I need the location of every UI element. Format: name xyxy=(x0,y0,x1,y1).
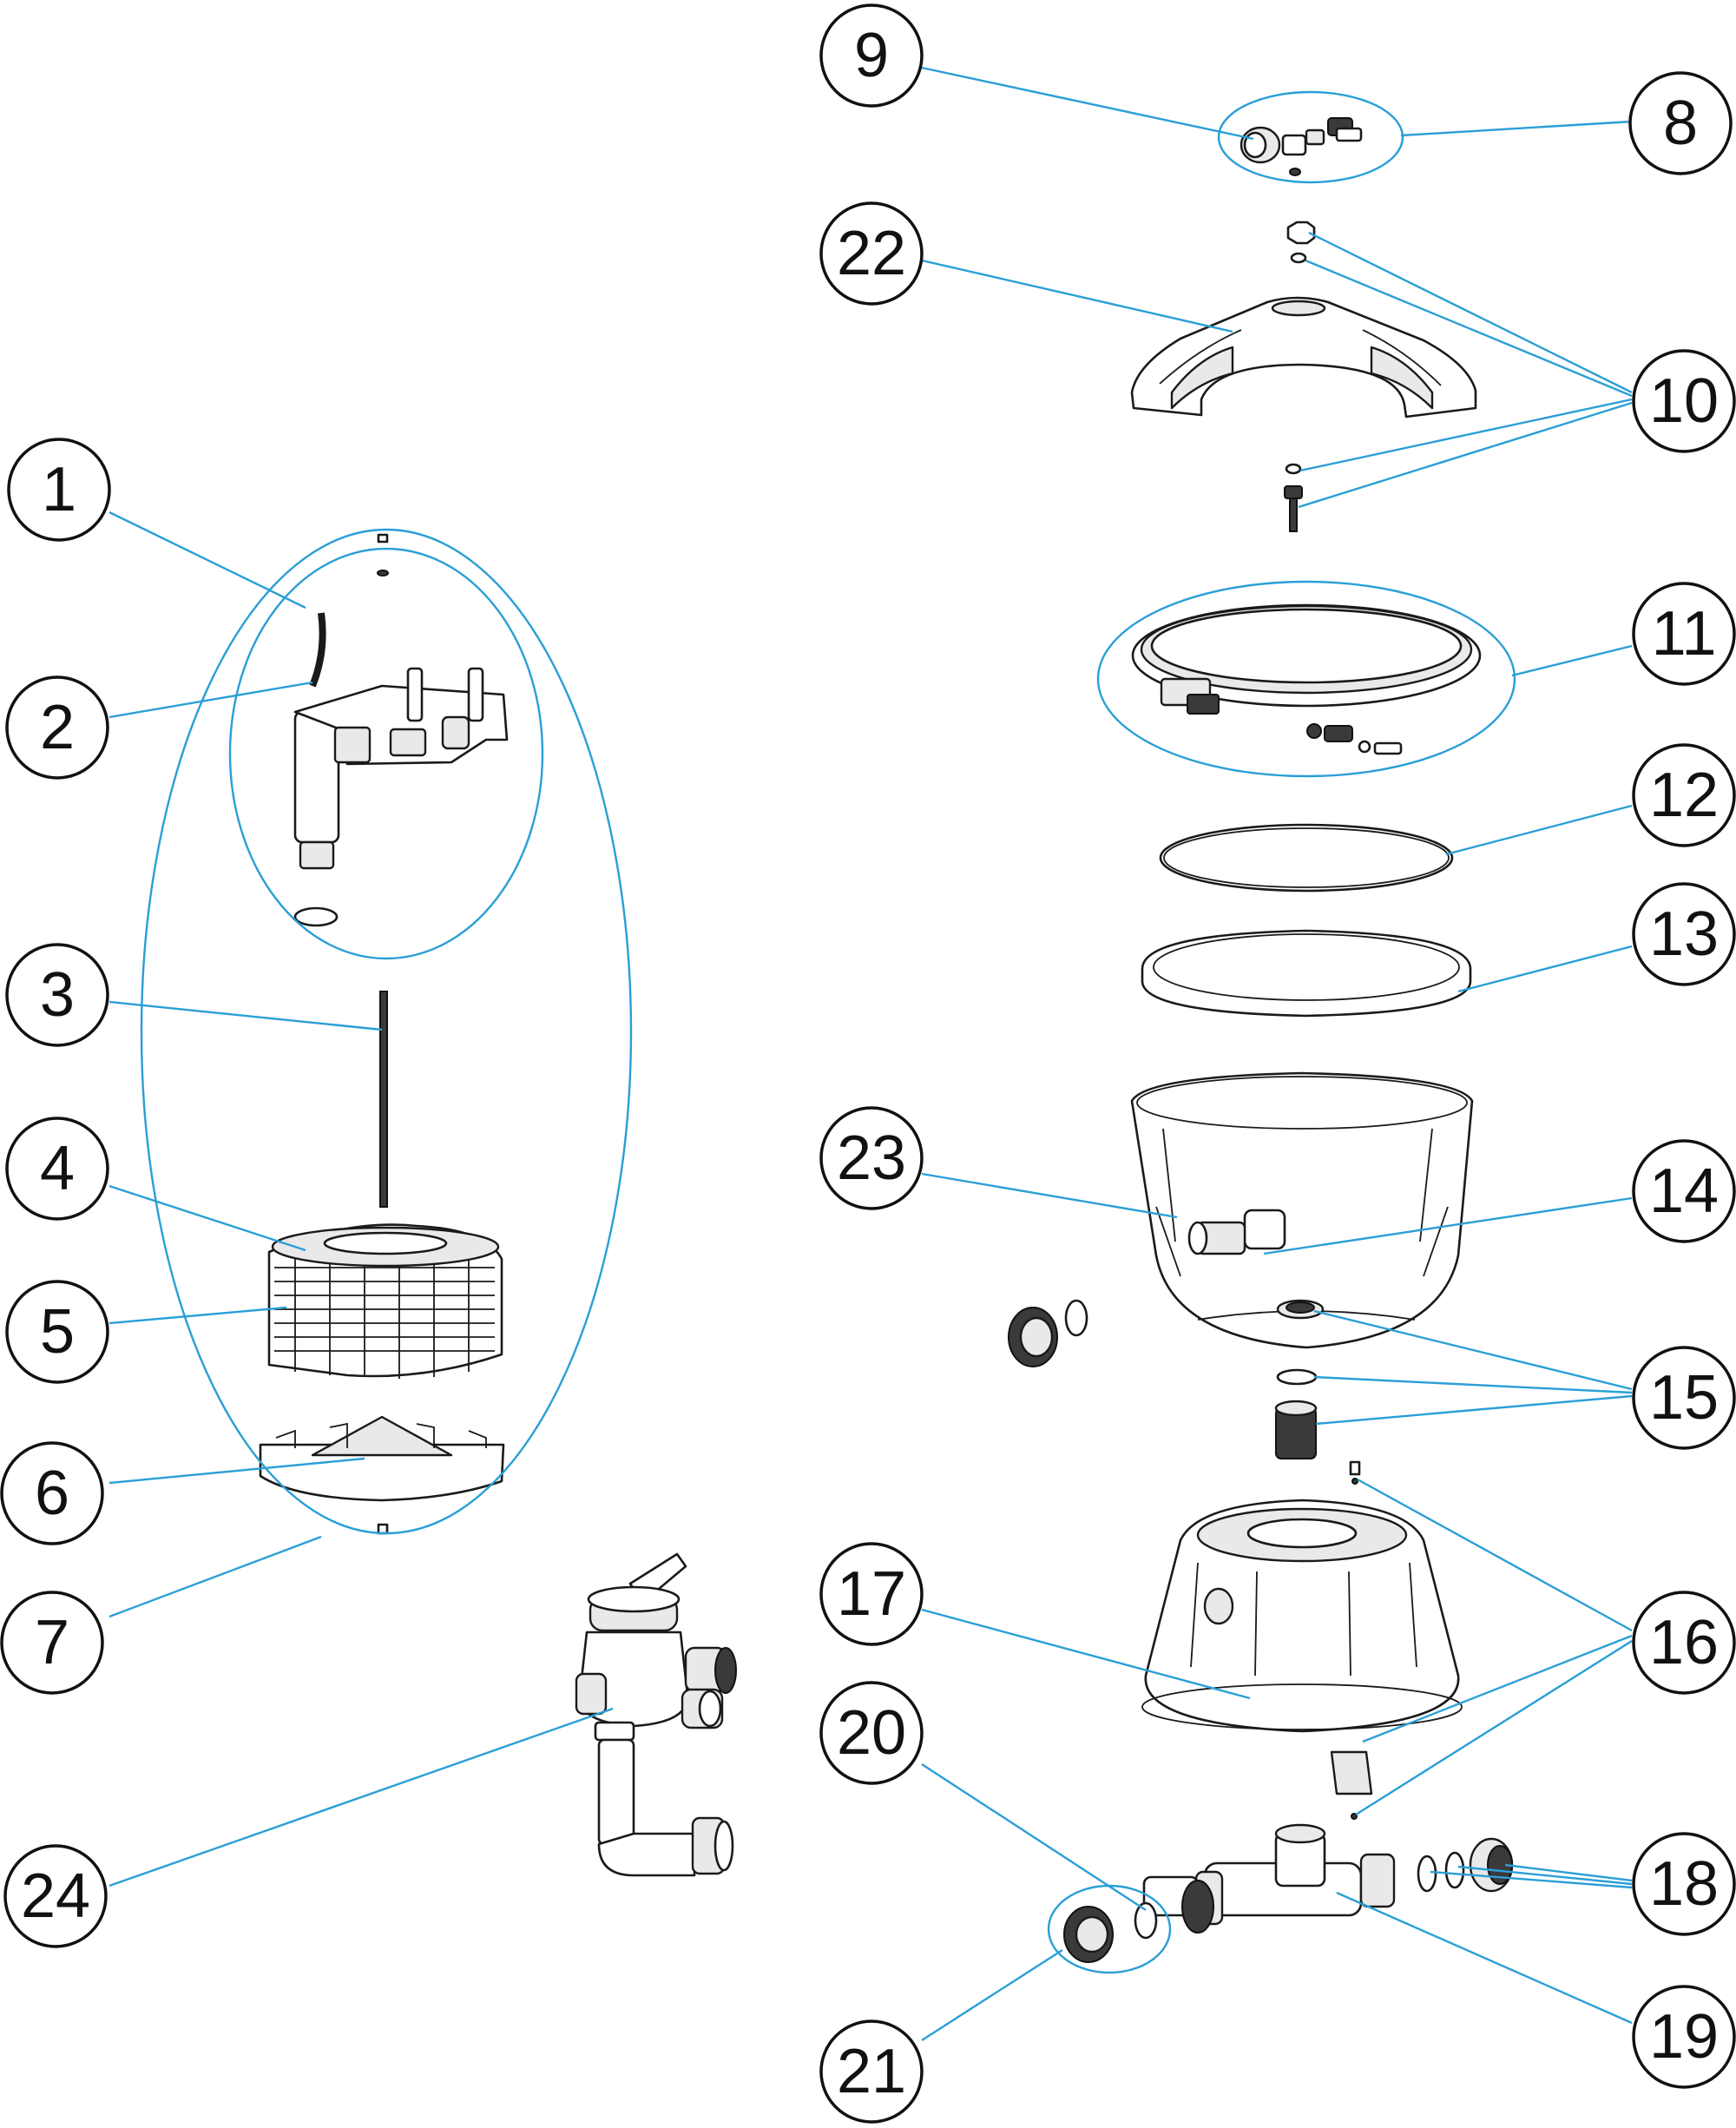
callout-1: 1 xyxy=(7,438,111,542)
callout-label: 23 xyxy=(837,1123,906,1193)
drain-plug-part xyxy=(1274,1368,1318,1459)
tank-union-nut-part xyxy=(1008,1299,1088,1367)
seal-band-part xyxy=(1141,929,1472,1018)
multiport-valve-part xyxy=(575,1552,737,1877)
callout-4: 4 xyxy=(5,1117,109,1221)
callout-label: 20 xyxy=(837,1698,906,1768)
callout-2: 2 xyxy=(5,675,109,780)
callout-label: 10 xyxy=(1649,366,1719,436)
callout-label: 3 xyxy=(40,960,75,1030)
callout-21: 21 xyxy=(819,2019,924,2124)
group-outline-internal-assembly xyxy=(140,528,633,1535)
callout-3: 3 xyxy=(5,943,109,1047)
callout-label: 4 xyxy=(40,1134,75,1203)
callout-label: 19 xyxy=(1649,2002,1719,2072)
callout-17: 17 xyxy=(819,1542,924,1646)
filter-lid-part xyxy=(1130,296,1477,418)
callout-15: 15 xyxy=(1632,1346,1736,1450)
pressure-gauge-part xyxy=(1240,126,1281,164)
callout-label: 22 xyxy=(837,219,906,288)
callout-label: 15 xyxy=(1649,1363,1719,1433)
group-outline-manifold xyxy=(228,547,544,960)
callout-18: 18 xyxy=(1632,1832,1736,1936)
lid-bolt-part xyxy=(1284,463,1303,532)
callout-12: 12 xyxy=(1632,743,1736,847)
standpipe-manifold-part xyxy=(293,612,509,927)
o-ring-part xyxy=(1159,823,1454,893)
group-top-screw xyxy=(377,533,389,576)
callout-16: 16 xyxy=(1632,1591,1736,1695)
callout-label: 21 xyxy=(837,2037,906,2106)
callout-label: 24 xyxy=(21,1861,90,1931)
callout-label: 7 xyxy=(35,1608,69,1677)
leader-lines xyxy=(108,66,1633,2042)
callout-label: 14 xyxy=(1649,1156,1719,1226)
base-screw-part xyxy=(1349,1460,1361,1485)
side-port-part xyxy=(1187,1209,1286,1255)
callout-label: 9 xyxy=(854,21,889,90)
callout-label: 6 xyxy=(35,1459,69,1528)
callout-label: 16 xyxy=(1649,1608,1719,1677)
callout-22: 22 xyxy=(819,201,924,306)
callout-8: 8 xyxy=(1628,71,1733,175)
callout-19: 19 xyxy=(1632,1985,1736,2089)
callout-13: 13 xyxy=(1632,882,1736,986)
center-rod-part xyxy=(379,991,388,1208)
filter-tank-part xyxy=(1130,1071,1474,1349)
lid-nut-part xyxy=(1286,221,1316,264)
callout-label: 1 xyxy=(42,455,76,524)
base-stand-part xyxy=(1141,1499,1463,1733)
callout-label: 5 xyxy=(40,1297,75,1367)
group-outline-clamp xyxy=(1096,580,1516,778)
right-union-part xyxy=(1417,1837,1514,1893)
lateral-cartridge-part xyxy=(267,1223,503,1379)
clamp-ring-part xyxy=(1131,603,1482,755)
bottom-distributor-part xyxy=(259,1415,505,1502)
callout-label: 2 xyxy=(40,693,75,762)
callout-label: 8 xyxy=(1663,89,1698,158)
callout-label: 12 xyxy=(1649,761,1719,830)
group-outline-valve-kit xyxy=(1217,90,1404,184)
tee-manifold-part xyxy=(1142,1823,1396,1934)
callout-14: 14 xyxy=(1632,1139,1736,1243)
callout-24: 24 xyxy=(3,1844,108,1948)
callout-label: 18 xyxy=(1649,1849,1719,1919)
callout-label: 13 xyxy=(1649,899,1719,969)
callout-23: 23 xyxy=(819,1106,924,1210)
air-release-valve-part xyxy=(1281,117,1363,176)
callout-6: 6 xyxy=(0,1441,104,1545)
callout-11: 11 xyxy=(1632,582,1736,686)
callout-7: 7 xyxy=(0,1591,104,1695)
callout-label: 11 xyxy=(1652,599,1717,669)
callout-10: 10 xyxy=(1632,349,1736,453)
left-union-part xyxy=(1063,1901,1158,1963)
callout-5: 5 xyxy=(5,1280,109,1384)
base-clip-part xyxy=(1330,1750,1373,1820)
callout-9: 9 xyxy=(819,3,924,108)
group-bottom-screw xyxy=(377,1523,389,1535)
callout-label: 17 xyxy=(837,1559,906,1629)
callout-20: 20 xyxy=(819,1681,924,1785)
